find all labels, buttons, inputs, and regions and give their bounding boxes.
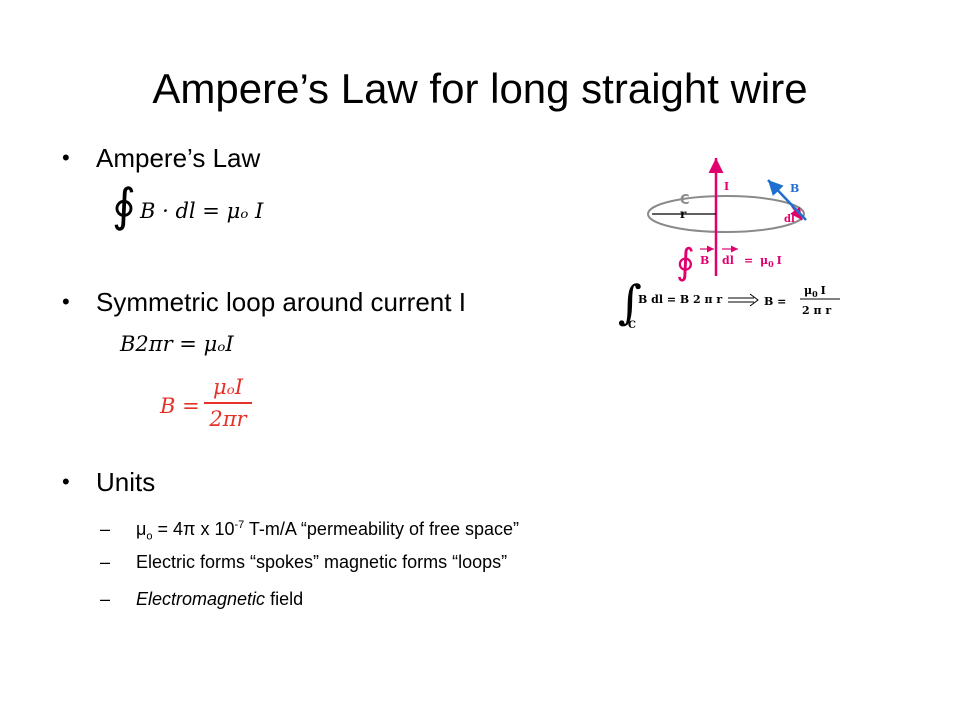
fraction-numerator: μₒI: [212, 375, 244, 399]
diagram-eq2-c: C: [628, 320, 636, 331]
mu-symbol: μ: [136, 519, 147, 539]
bullet-dot: •: [62, 289, 70, 314]
amperian-loop: [647, 195, 805, 233]
mu-subscript: o: [146, 530, 153, 543]
bullet-amperes-law: • Ampere’s Law: [62, 142, 260, 174]
permeability-value: = 4π x 10: [152, 519, 235, 539]
bullet-dot: •: [62, 145, 70, 170]
fraction-bar: [204, 402, 252, 404]
diagram-eq1-dl: dl: [722, 254, 734, 267]
dl-label: dl: [784, 214, 795, 225]
symmetric-loop-equation: B2πr = μₒI: [120, 332, 234, 356]
sub-bullet-spokes-loops: – Electric forms “spokes” magnetic forms …: [100, 550, 507, 574]
diagram-eq1-equals: =: [744, 254, 753, 267]
bullet-label: Ampere’s Law: [96, 143, 261, 173]
radius-label-r: r: [680, 207, 687, 221]
loop-label-c: C: [680, 193, 690, 208]
bullet-label: Symmetric loop around current I: [96, 287, 466, 317]
result-fraction: μₒI 2πr: [204, 374, 252, 432]
sub-bullet-permeability: – μo = 4π x 10-7 T-m/A “permeability of f…: [100, 513, 519, 549]
diagram-integral-sign: ∮: [676, 242, 695, 283]
sub-bullet-dash: –: [100, 519, 111, 539]
diagram-eq2-text: B dl = B 2 π r: [638, 293, 722, 306]
diagram-eq1-b: B: [700, 254, 709, 267]
sub-bullet-dash: –: [100, 552, 111, 572]
diagram-eq2-denominator: 2 π r: [802, 304, 831, 317]
b-field-vector: [767, 179, 807, 221]
diagram-eq2-b: B =: [764, 295, 786, 308]
slide-title: Ampere’s Law for long straight wire: [152, 65, 808, 112]
bullet-label: Units: [96, 467, 156, 497]
sub-bullet-dash: –: [100, 589, 111, 609]
result-lhs: B =: [160, 394, 200, 418]
fraction-denominator: 2πr: [209, 406, 247, 431]
field-text: field: [265, 589, 304, 609]
b-vector-label: B: [790, 182, 799, 195]
contour-integral-sign: ∮: [112, 178, 136, 232]
bullet-units: • Units: [62, 466, 155, 498]
ampere-law-expression: B · dl = μₒ I: [140, 199, 264, 223]
permeability-exponent: -7: [234, 519, 245, 531]
implies-arrow: [728, 293, 759, 307]
spokes-loops-text: Electric forms “spokes” magnetic forms “…: [136, 552, 508, 572]
permeability-unit: T-m/A “permeability of free space”: [244, 519, 520, 539]
diagram-integral-long: ∫: [618, 275, 642, 329]
current-label-i: I: [724, 180, 729, 193]
electromagnetic-italic: Electromagnetic: [136, 589, 266, 609]
sub-bullet-electromagnetic: – Electromagnetic field: [100, 587, 303, 611]
bullet-symmetric-loop: • Symmetric loop around current I: [62, 286, 466, 318]
bullet-dot: •: [62, 469, 70, 494]
